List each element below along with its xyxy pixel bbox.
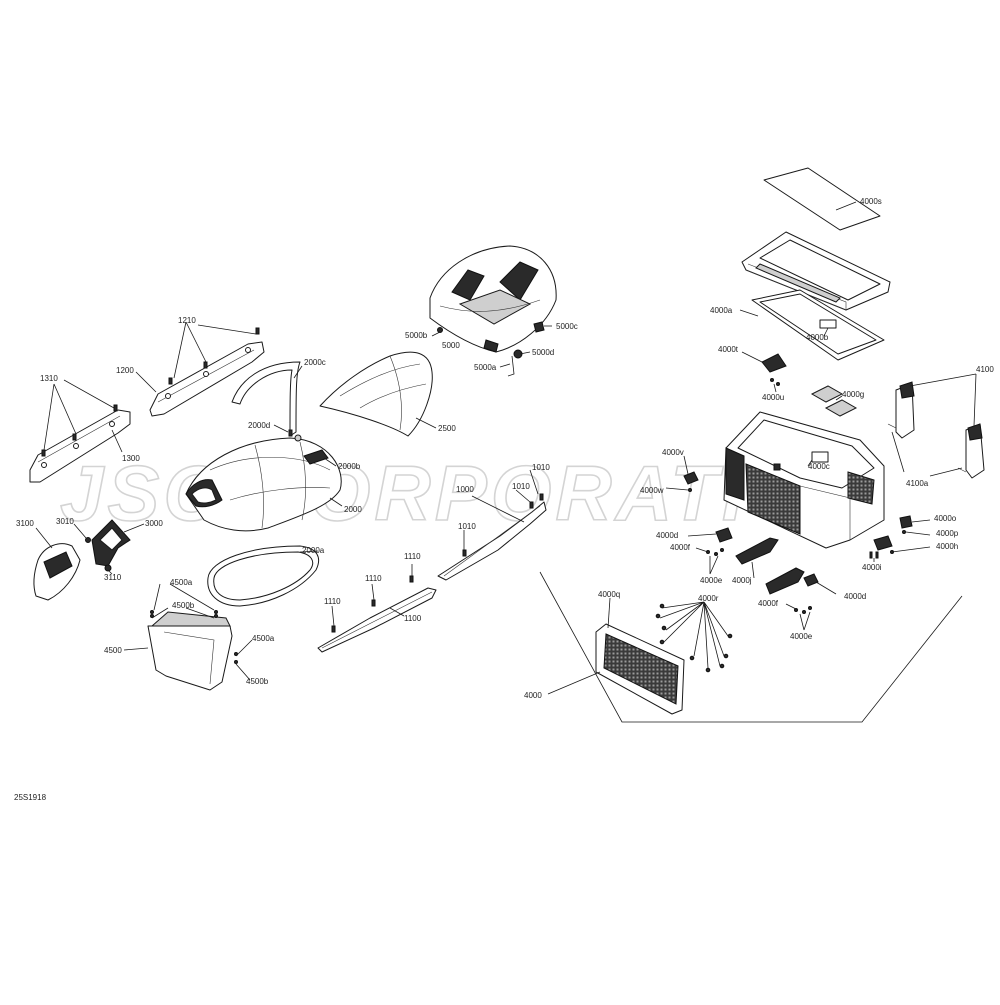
part-2000b-latch — [303, 449, 329, 465]
callout-3100: 3100 — [16, 519, 34, 528]
part-1000-rail — [437, 493, 547, 581]
part-5000-hardware — [437, 321, 545, 377]
part-4000q-front-panel — [595, 623, 685, 715]
part-2000c-grab-strap — [231, 361, 301, 437]
callout-5000c: 5000c — [556, 322, 578, 331]
callout-1200: 1200 — [116, 366, 134, 375]
leader-lines — [35, 201, 977, 695]
callout-4000t: 4000t — [718, 345, 739, 354]
callout-2000d: 2000d — [248, 421, 270, 430]
callout-4000w: 4000w — [640, 486, 664, 495]
callout-4000a: 4000a — [710, 306, 733, 315]
callout-4000q: 4000q — [598, 590, 620, 599]
callout-4000d-a: 4000d — [656, 531, 678, 540]
part-4000-lid — [741, 231, 891, 311]
callout-1010-b: 1010 — [512, 482, 530, 491]
part-1100-rail — [317, 575, 437, 653]
callout-1300: 1300 — [122, 454, 140, 463]
screws-1210-1310 — [41, 327, 260, 457]
callout-1000: 1000 — [456, 485, 474, 494]
part-4000o-knob — [899, 515, 913, 534]
callout-1110-b: 1110 — [365, 574, 382, 583]
part-5000-storage-tray — [429, 245, 557, 353]
callout-5000a: 5000a — [474, 363, 497, 372]
part-2000d-screw — [288, 429, 302, 442]
part-1300-side-trim — [29, 409, 131, 483]
callout-4500a-side: 4500a — [252, 634, 275, 643]
part-4500-container — [147, 610, 238, 691]
callout-4500b-side: 4500b — [246, 677, 269, 686]
callout-5000d: 5000d — [532, 348, 554, 357]
part-4000r-screws — [655, 603, 733, 673]
callout-4000r: 4000r — [698, 594, 719, 603]
callout-4000i: 4000i — [862, 563, 882, 572]
callout-4000: 4000 — [524, 691, 542, 700]
callout-1210: 1210 — [178, 316, 196, 325]
callout-2000c: 2000c — [304, 358, 326, 367]
callout-2000a: 2000a — [302, 546, 325, 555]
part-4000a-lid-gasket — [751, 289, 885, 361]
callout-4000s: 4000s — [860, 197, 882, 206]
callout-2000: 2000 — [344, 505, 362, 514]
part-2000a-gasket — [207, 545, 320, 607]
callout-4000e-a: 4000e — [700, 576, 723, 585]
callout-1110-a: 1110 — [404, 552, 421, 561]
callout-4000h: 4000h — [936, 542, 958, 551]
callout-1100: 1100 — [404, 614, 422, 623]
callout-4000v: 4000v — [662, 448, 684, 457]
callout-4500: 4500 — [104, 646, 122, 655]
part-4000g-pads — [810, 385, 858, 417]
callout-4000b: 4000b — [806, 333, 829, 342]
callout-4000u: 4000u — [762, 393, 784, 402]
callout-4000e-b: 4000e — [790, 632, 813, 641]
callout-4500a-top: 4500a — [170, 578, 193, 587]
callout-5000b: 5000b — [405, 331, 428, 340]
callout-4000c: 4000c — [808, 462, 830, 471]
part-2500-seat-cover — [319, 351, 433, 437]
callout-2500: 2500 — [438, 424, 456, 433]
callout-4000d-b: 4000d — [844, 592, 866, 601]
part-3000-handle-assembly — [33, 519, 131, 601]
callout-4000g: 4000g — [842, 390, 864, 399]
callout-3010: 3010 — [56, 517, 74, 526]
part-1200-side-trim — [149, 341, 265, 417]
callout-4500b-top: 4500b — [172, 601, 195, 610]
part-4000h-latch — [873, 535, 894, 554]
part-4000b-label — [819, 319, 837, 329]
callout-1010-a: 1010 — [532, 463, 550, 472]
callout-4000p: 4000p — [936, 529, 959, 538]
part-2000-seat — [185, 437, 342, 532]
callout-1010-c: 1010 — [458, 522, 476, 531]
callout-1310: 1310 — [40, 374, 58, 383]
callout-4000f-b: 4000f — [758, 599, 779, 608]
part-4000c-box-body — [723, 411, 885, 549]
callout-4100a: 4100a — [906, 479, 929, 488]
callout-3110: 3110 — [104, 573, 122, 582]
part-4000t-hinge — [761, 353, 787, 386]
callout-4000o: 4000o — [934, 514, 957, 523]
diagram-code: 25S1918 — [14, 793, 47, 802]
callout-4000f-a: 4000f — [670, 543, 691, 552]
callout-4000j: 4000j — [732, 576, 752, 585]
part-4000j-straps — [706, 527, 819, 614]
part-4000-frame-lines — [539, 571, 963, 723]
part-4000i-screws — [869, 551, 879, 559]
callout-3000: 3000 — [145, 519, 163, 528]
callout-labels: 1210 1200 1310 1300 2000c 2000d 2000b 20… — [16, 197, 994, 700]
part-4000v-clip — [683, 471, 699, 492]
callout-1110-c: 1110 — [324, 597, 341, 606]
callout-4100: 4100 — [976, 365, 994, 374]
callout-5000: 5000 — [442, 341, 460, 350]
part-4000s-lid-cover — [763, 167, 881, 231]
callout-2000b: 2000b — [338, 462, 361, 471]
part-4100-handles — [887, 381, 985, 479]
